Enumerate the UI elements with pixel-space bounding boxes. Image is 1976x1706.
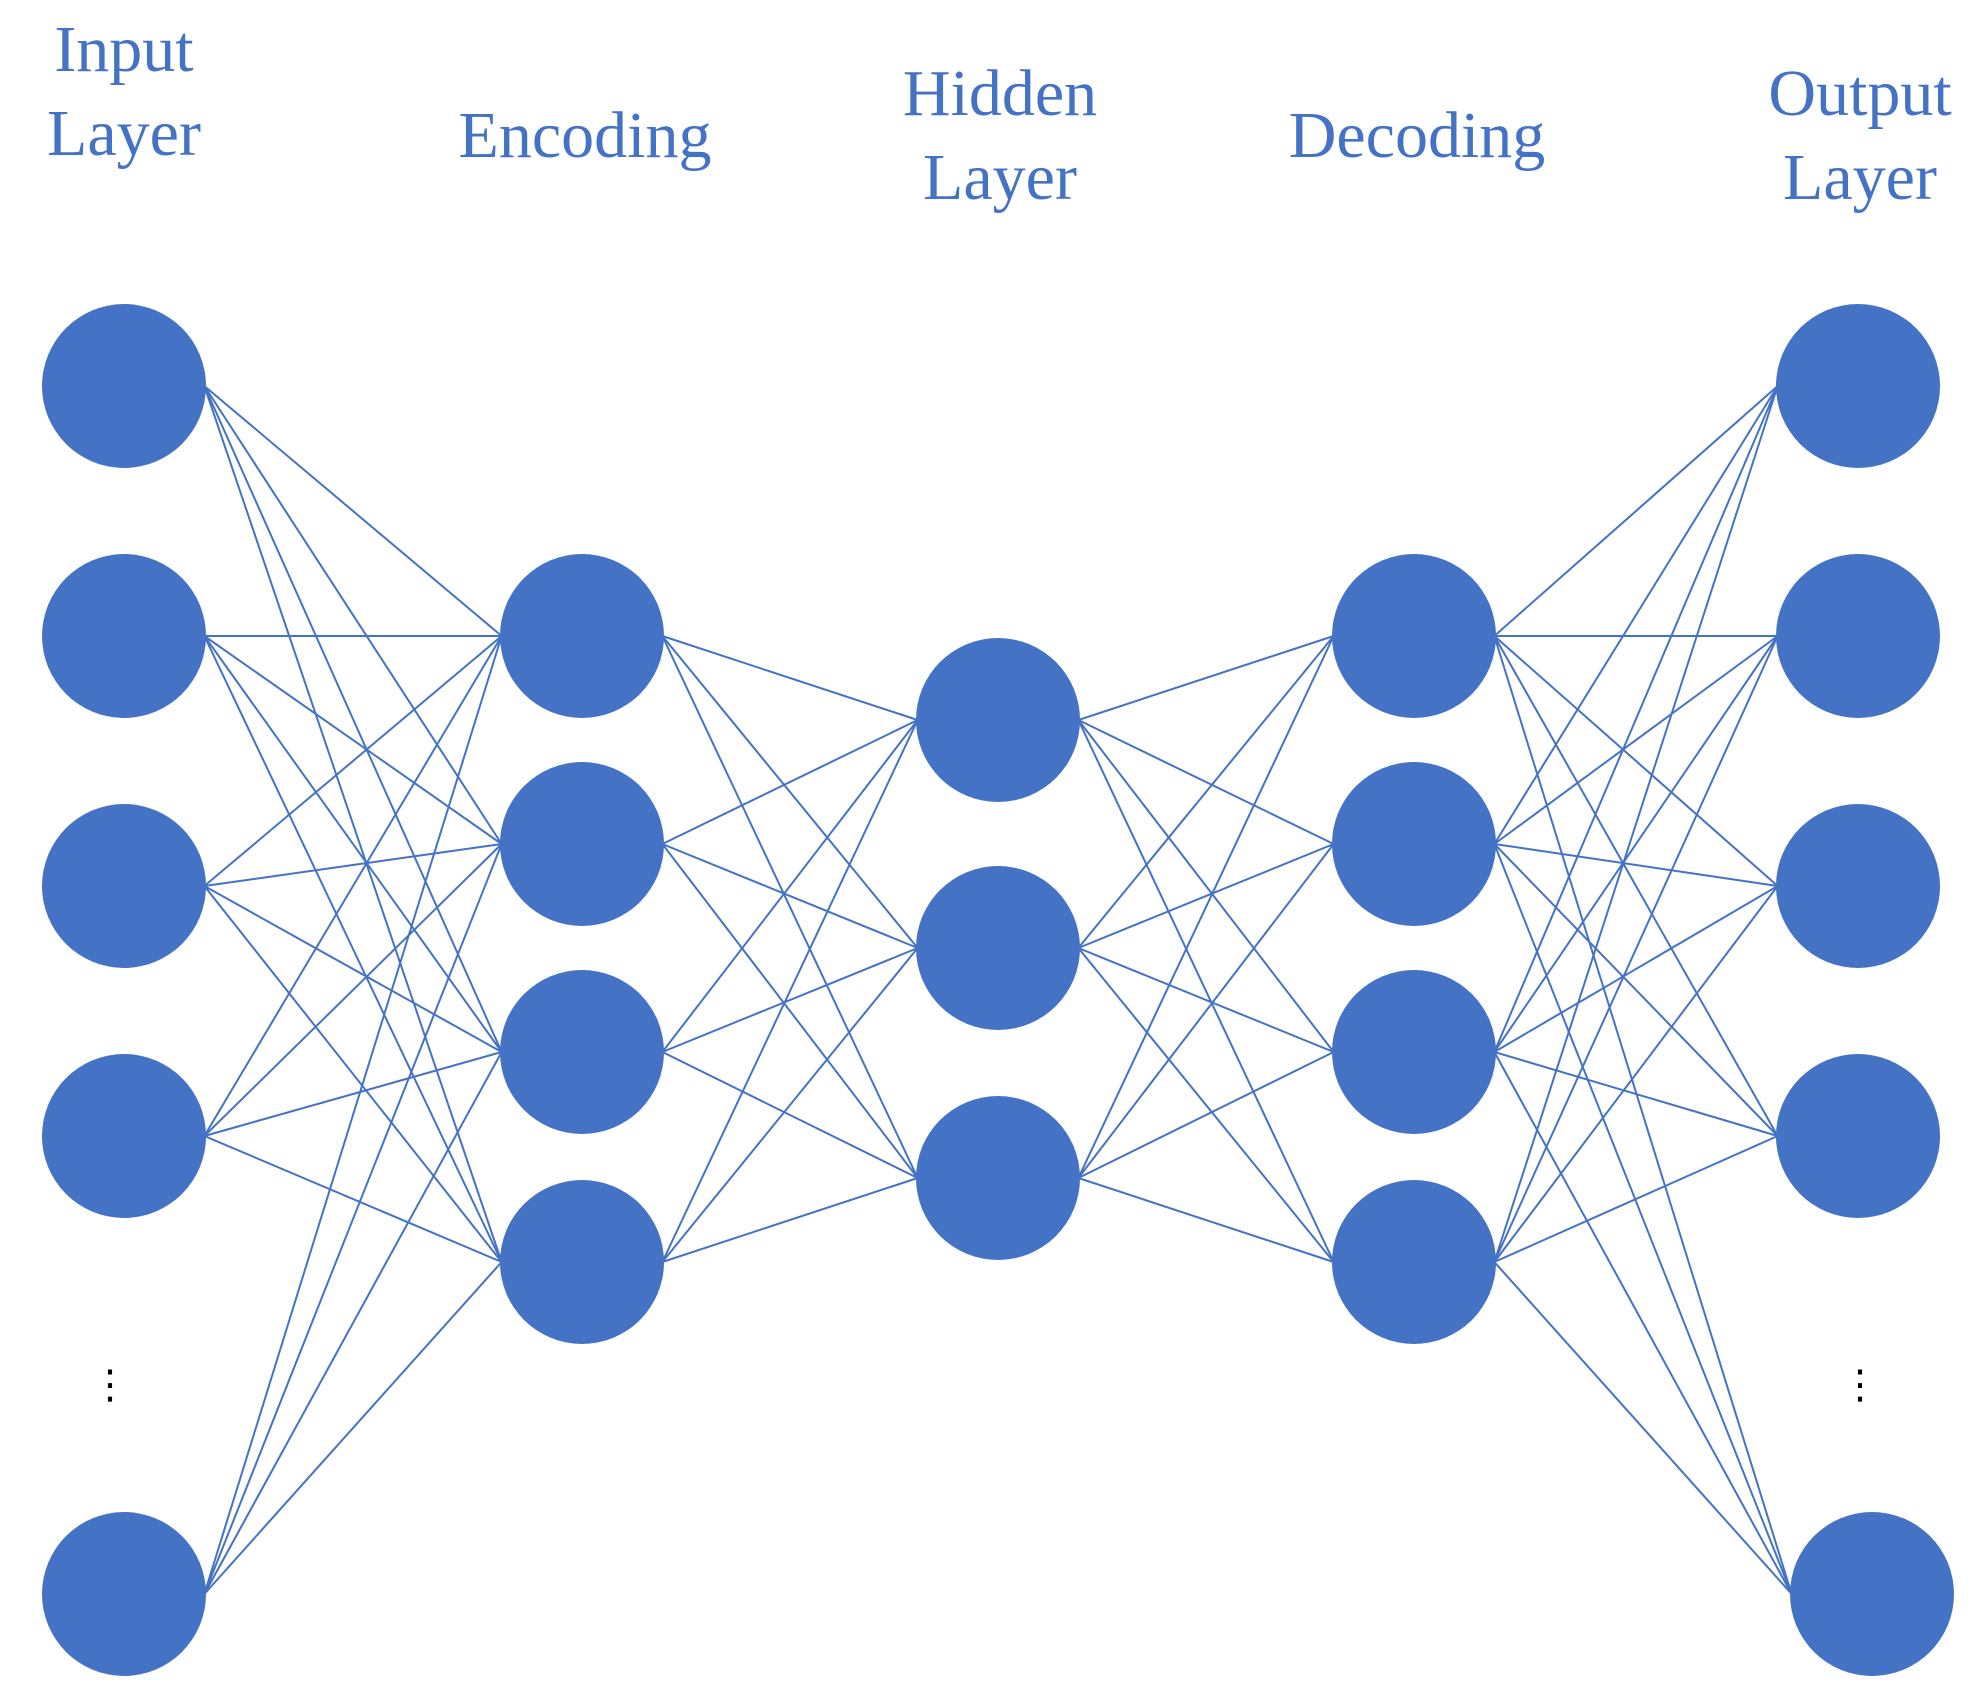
edge-decoding-0-output-3 (1493, 635, 1779, 1137)
edge-input-2-encoding-1 (204, 843, 502, 887)
edge-decoding-3-output-4 (1493, 1261, 1793, 1595)
connections (203, 385, 1793, 1595)
encoding-neuron-1 (500, 554, 664, 718)
edge-hidden-1-decoding-1 (1077, 843, 1335, 949)
hidden-neuron-1 (916, 638, 1080, 802)
output-neuron-4 (1776, 1054, 1940, 1218)
edge-encoding-0-hidden-0 (662, 635, 918, 721)
edge-input-2-encoding-3 (203, 885, 503, 1263)
input-neuron-5 (42, 1512, 206, 1676)
edge-input-4-encoding-0 (203, 635, 503, 1595)
edge-decoding-1-output-3 (1493, 843, 1779, 1137)
input-neuron-1 (42, 304, 206, 468)
edge-encoding-0-hidden-2 (661, 635, 919, 1179)
output-layer-label: Output Layer (1768, 57, 1952, 214)
edge-decoding-1-output-4 (1493, 843, 1793, 1595)
edge-hidden-0-decoding-3 (1077, 719, 1335, 1263)
edge-decoding-1-output-2 (1494, 843, 1778, 887)
edge-decoding-0-output-4 (1493, 635, 1793, 1595)
input-neuron-2 (42, 554, 206, 718)
output-neuron-5 (1790, 1512, 1954, 1676)
edge-encoding-2-hidden-0 (661, 719, 919, 1053)
edge-input-3-encoding-1 (203, 843, 503, 1137)
edge-hidden-1-decoding-2 (1077, 947, 1335, 1053)
edge-decoding-3-output-0 (1493, 385, 1779, 1263)
output-neuron-1 (1776, 304, 1940, 468)
encoding-neuron-3 (500, 970, 664, 1134)
edge-decoding-3-output-1 (1493, 635, 1779, 1263)
edge-decoding-2-output-0 (1493, 385, 1779, 1053)
edge-hidden-0-decoding-1 (1077, 719, 1335, 845)
output-neuron-3 (1776, 804, 1940, 968)
encoding-neuron-4 (500, 1180, 664, 1344)
edge-encoding-0-hidden-1 (661, 635, 919, 949)
edge-encoding-3-hidden-2 (662, 1177, 918, 1263)
input-neuron-3 (42, 804, 206, 968)
decoding-neuron-1 (1332, 554, 1496, 718)
input-neuron-4 (42, 1054, 206, 1218)
hidden-neuron-2 (916, 866, 1080, 1030)
edge-input-1-encoding-1 (203, 635, 503, 845)
edge-encoding-2-hidden-2 (661, 1051, 919, 1179)
hidden-layer-label: Hidden Layer (902, 57, 1098, 214)
edge-input-4-encoding-3 (203, 1261, 503, 1595)
edge-decoding-2-output-2 (1493, 885, 1779, 1053)
edge-hidden-2-decoding-2 (1077, 1051, 1335, 1179)
edge-hidden-2-decoding-1 (1077, 843, 1335, 1179)
edge-encoding-1-hidden-0 (661, 719, 919, 845)
edge-input-4-encoding-2 (203, 1051, 503, 1595)
edge-encoding-1-hidden-2 (661, 843, 919, 1179)
decoding-layer-label: Decoding (1288, 99, 1546, 172)
edge-input-3-encoding-3 (203, 1135, 503, 1263)
edge-decoding-3-output-2 (1493, 885, 1779, 1263)
edge-decoding-2-output-3 (1494, 1051, 1778, 1137)
edge-decoding-3-output-3 (1493, 1135, 1779, 1263)
input-ellipsis: ⋮ (90, 1363, 130, 1407)
edge-encoding-3-hidden-1 (661, 947, 919, 1263)
edge-decoding-2-output-1 (1493, 635, 1779, 1053)
edge-encoding-2-hidden-1 (661, 947, 919, 1053)
encoding-layer-label: Encoding (458, 99, 712, 172)
output-neuron-2 (1776, 554, 1940, 718)
encoding-neuron-2 (500, 762, 664, 926)
decoding-neuron-2 (1332, 762, 1496, 926)
edge-hidden-0-decoding-0 (1078, 635, 1334, 721)
edge-input-1-encoding-2 (203, 635, 503, 1053)
edge-input-3-encoding-2 (204, 1051, 502, 1137)
edge-input-1-encoding-3 (203, 635, 503, 1263)
edge-input-0-encoding-0 (203, 385, 503, 637)
edge-encoding-1-hidden-1 (661, 843, 919, 949)
edge-encoding-3-hidden-0 (661, 719, 919, 1263)
edge-hidden-1-decoding-3 (1077, 947, 1335, 1263)
edge-input-0-encoding-1 (203, 385, 503, 845)
edge-decoding-2-output-4 (1493, 1051, 1793, 1595)
edge-hidden-1-decoding-0 (1077, 635, 1335, 949)
edge-input-4-encoding-1 (203, 843, 503, 1595)
input-layer-label: Input Layer (47, 13, 201, 170)
edge-decoding-0-output-2 (1493, 635, 1779, 887)
edge-decoding-1-output-1 (1493, 635, 1779, 845)
edge-input-0-encoding-2 (203, 385, 503, 1053)
edge-decoding-1-output-0 (1493, 385, 1779, 845)
edge-decoding-0-output-0 (1493, 385, 1779, 637)
decoding-neuron-3 (1332, 970, 1496, 1134)
edge-hidden-0-decoding-2 (1077, 719, 1335, 1053)
output-ellipsis: ⋮ (1840, 1363, 1880, 1407)
decoding-neuron-4 (1332, 1180, 1496, 1344)
edge-input-3-encoding-0 (203, 635, 503, 1137)
edge-input-0-encoding-3 (203, 385, 503, 1263)
neurons (42, 304, 1954, 1676)
edge-input-2-encoding-0 (203, 635, 503, 887)
edge-input-2-encoding-2 (203, 885, 503, 1053)
edge-hidden-2-decoding-0 (1077, 635, 1335, 1179)
edge-hidden-2-decoding-3 (1078, 1177, 1334, 1263)
hidden-neuron-3 (916, 1096, 1080, 1260)
